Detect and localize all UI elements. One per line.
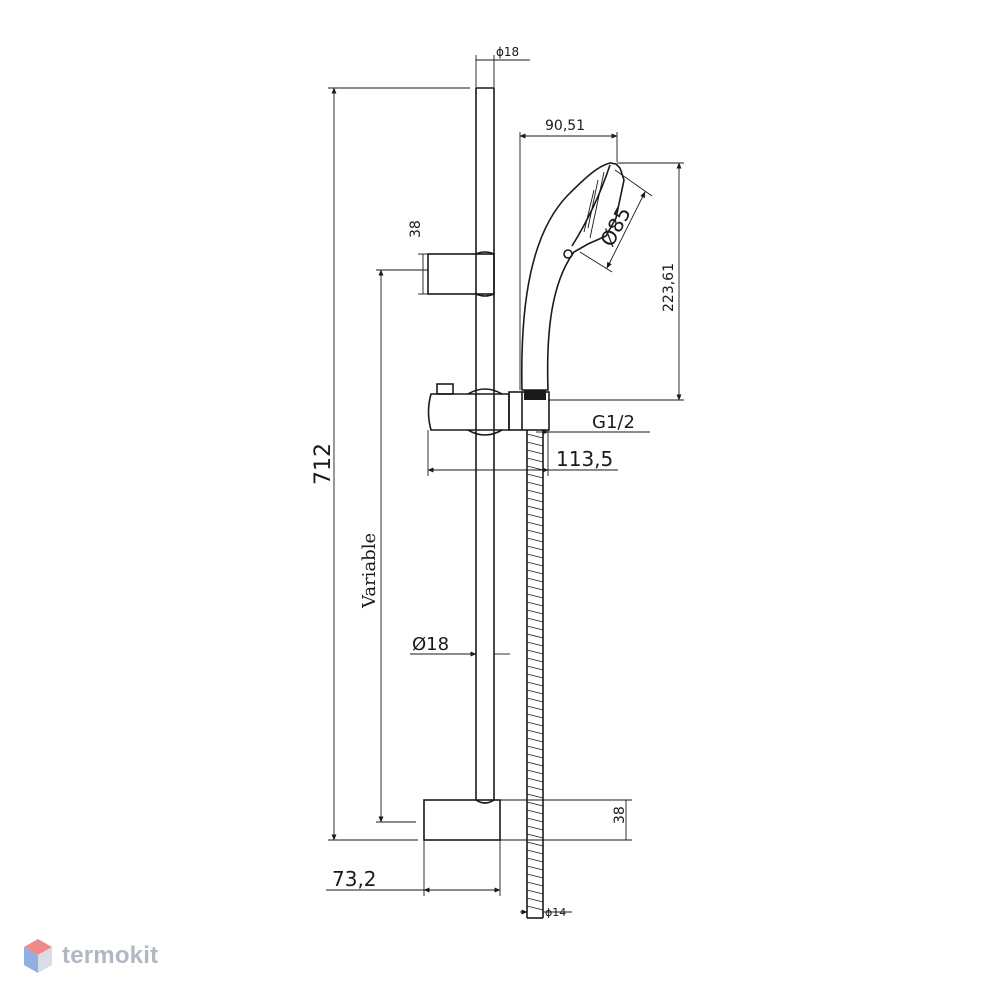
hand-shower [520, 162, 625, 391]
dim-head-diameter: Ø85 [579, 169, 653, 273]
dim-text-handshower-width: 90,51 [545, 118, 585, 134]
dim-text-rail-top: ϕ18 [496, 45, 519, 59]
brand-name: termokit [62, 942, 159, 969]
bottom-bracket [423, 799, 501, 841]
dim-hose-diameter: ϕ14 [520, 906, 572, 919]
dim-text-hose-diameter: ϕ14 [545, 906, 566, 919]
dim-handshower-height: 223,61 [548, 162, 684, 401]
termokit-watermark: termokit [22, 934, 158, 978]
dim-bracket-depth: 73,2 [326, 840, 501, 896]
dim-text-slide-range: Variable [359, 533, 380, 609]
top-holder [427, 251, 495, 297]
dim-text-holder-depth: 113,5 [556, 447, 613, 471]
dim-thread: G1/2 [536, 412, 650, 435]
termokit-cube-icon [24, 939, 52, 973]
dim-holder-height: 38 [408, 220, 428, 295]
dim-holder-depth: 113,5 [427, 430, 618, 476]
slide-rail [475, 87, 495, 800]
dim-slide-range: Variable [359, 269, 428, 823]
dim-text-total-height: 712 [311, 443, 336, 485]
shower-hose [526, 430, 544, 919]
sliding-holder [427, 383, 550, 436]
dim-text-bracket-depth: 73,2 [332, 867, 377, 891]
dim-text-rail-diameter: Ø18 [412, 634, 449, 655]
dim-handshower-width: 90,51 [519, 118, 618, 390]
dim-text-bracket-height: 38 [612, 806, 628, 824]
dim-text-handshower-height: 223,61 [661, 263, 677, 312]
dim-text-head-diameter: Ø85 [595, 203, 636, 251]
dim-bracket-height: 38 [500, 799, 632, 841]
dim-rail-diameter: Ø18 [410, 634, 510, 657]
dim-text-holder-height: 38 [408, 220, 424, 238]
dim-text-thread: G1/2 [592, 412, 635, 433]
dim-total-height: 712 [311, 87, 470, 841]
dim-rail-top-diameter: ϕ18 [475, 45, 530, 88]
